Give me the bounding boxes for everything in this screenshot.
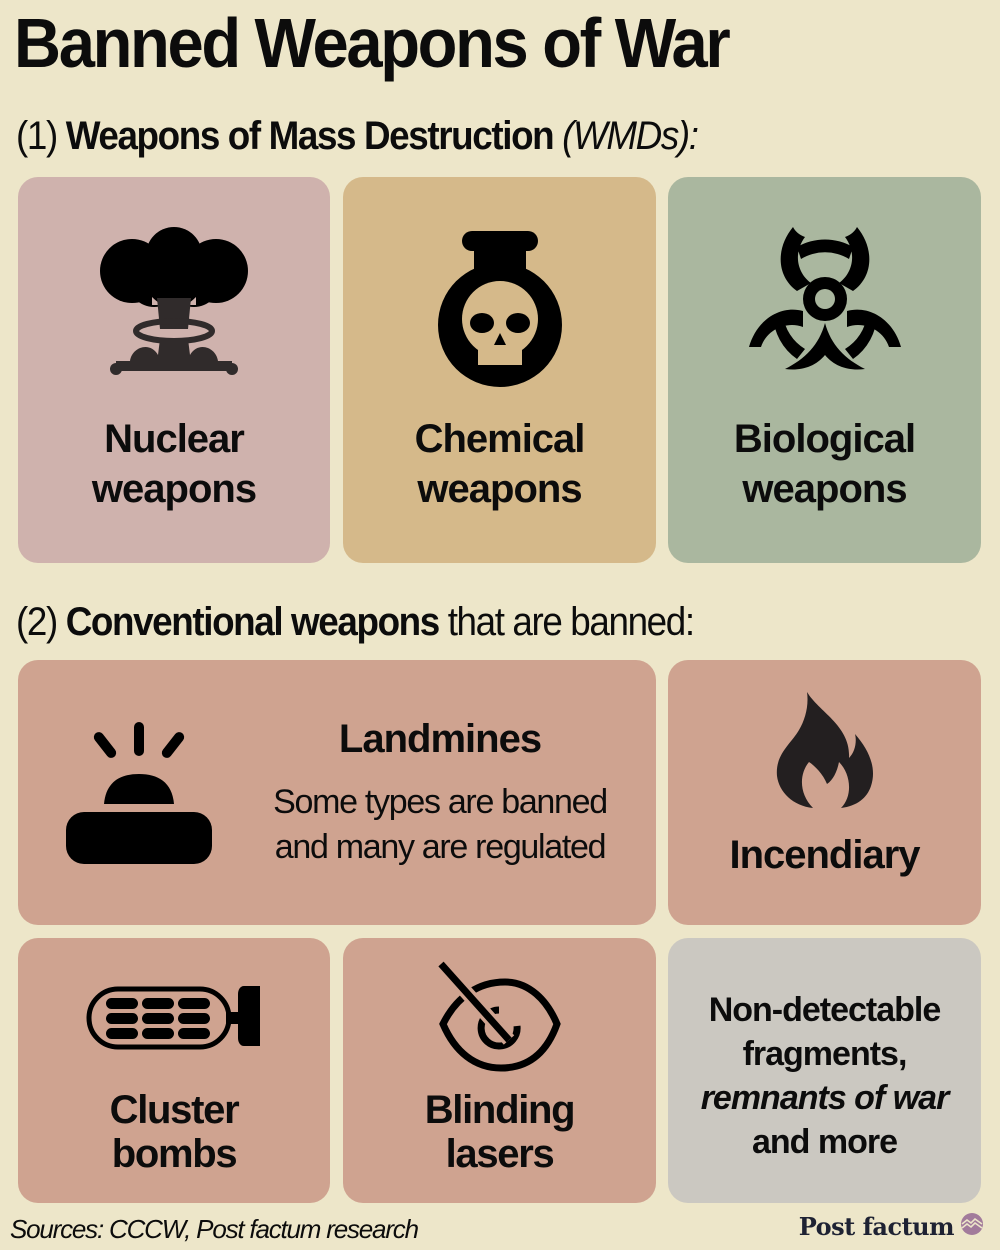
brand-mountain-icon bbox=[960, 1212, 984, 1241]
card-biological-weapons: Biological weapons bbox=[668, 177, 981, 563]
section-number: (2) bbox=[16, 600, 58, 644]
other-weapons-text: Non-detectable fragments, remnants of wa… bbox=[700, 991, 950, 1161]
section-title: Conventional weapons bbox=[65, 600, 441, 644]
brand-logo: Post factum bbox=[799, 1212, 984, 1241]
flame-icon bbox=[773, 692, 877, 812]
card-landmines: Landmines Some types are banned and many… bbox=[18, 660, 656, 925]
section-heading-conventional: (2) Conventional weapons that are banned… bbox=[16, 600, 695, 644]
brand-name: Post factum bbox=[798, 1212, 955, 1241]
blinded-eye-icon bbox=[435, 960, 565, 1080]
card-label: Nuclear weapons bbox=[91, 417, 257, 511]
card-label: Chemical weapons bbox=[414, 417, 586, 511]
card-label: Incendiary bbox=[729, 833, 920, 877]
poison-flask-skull-icon bbox=[430, 219, 570, 389]
card-label: Biological weapons bbox=[733, 417, 916, 511]
cluster-bomb-icon bbox=[86, 986, 262, 1050]
section-heading-wmd: (1) Weapons of Mass Destruction (WMDs): bbox=[16, 114, 699, 158]
card-other-weapons: Non-detectable fragments, remnants of wa… bbox=[668, 938, 981, 1203]
card-label: Blinding lasers bbox=[424, 1088, 576, 1176]
section-subtitle: that are banned: bbox=[447, 600, 695, 644]
section-abbrev: (WMDs): bbox=[562, 114, 699, 158]
sources-note: Sources: CCCW, Post factum research bbox=[10, 1214, 419, 1244]
card-cluster-bombs: Cluster bombs bbox=[18, 938, 330, 1203]
card-blinding-lasers: Blinding lasers bbox=[343, 938, 656, 1203]
card-chemical-weapons: Chemical weapons bbox=[343, 177, 656, 563]
card-nuclear-weapons: Nuclear weapons bbox=[18, 177, 330, 563]
landmine-icon bbox=[64, 722, 214, 864]
landmines-title: Landmines bbox=[338, 717, 542, 761]
mushroom-cloud-icon bbox=[94, 219, 254, 389]
landmines-description: Some types are banned and many are regul… bbox=[273, 783, 608, 866]
page-title: Banned Weapons of War bbox=[14, 4, 731, 82]
card-label: Cluster bombs bbox=[109, 1088, 240, 1176]
section-title: Weapons of Mass Destruction bbox=[65, 114, 555, 158]
section-number: (1) bbox=[16, 114, 58, 158]
biohazard-icon bbox=[745, 219, 905, 379]
card-incendiary: Incendiary bbox=[668, 660, 981, 925]
